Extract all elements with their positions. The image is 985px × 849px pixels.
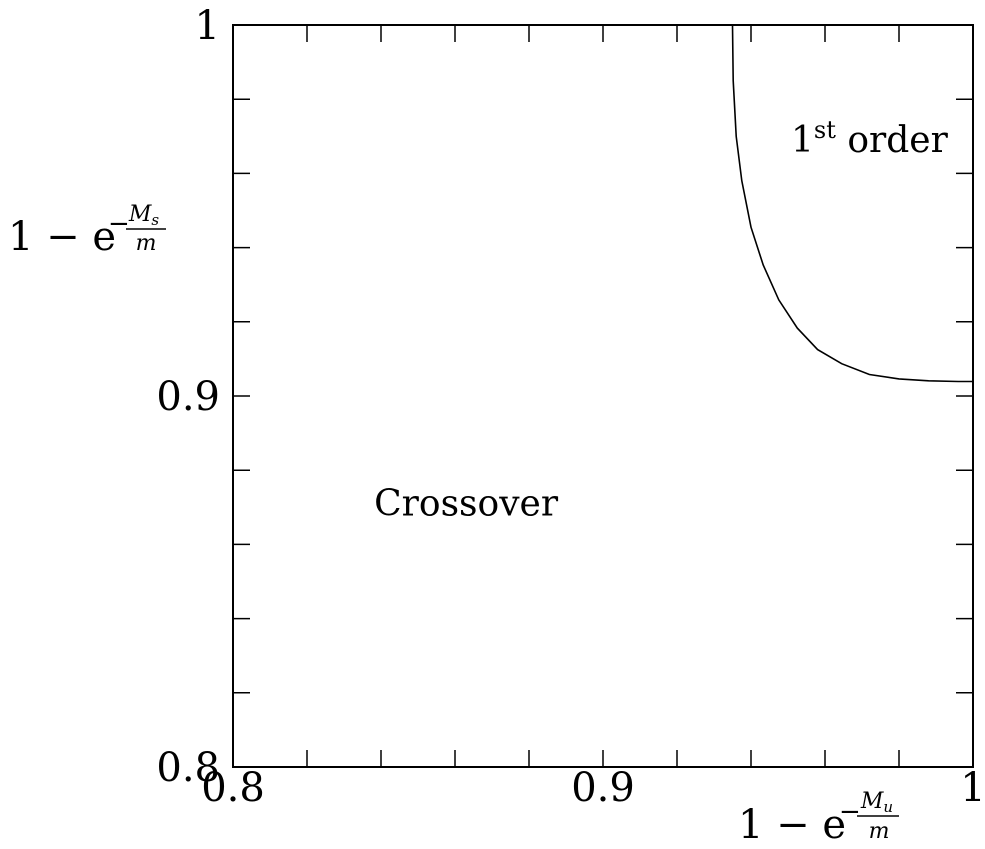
region-label-first-order: 1st order xyxy=(791,116,949,161)
x-axis-label-prefix: 1 − e xyxy=(738,802,846,848)
tick-labels: 0.8 0.9 1 0.8 0.9 1 xyxy=(156,3,985,811)
y-tick-label: 1 xyxy=(195,3,220,49)
x-axis-label-minus: − xyxy=(839,797,861,827)
y-axis-label-exp-num: Ms xyxy=(128,202,160,229)
y-axis-label-prefix: 1 − e xyxy=(8,214,116,260)
plot-frame xyxy=(232,24,974,768)
y-axis-label-minus: − xyxy=(108,209,130,239)
y-tick-label: 0.9 xyxy=(156,374,220,420)
region-label-crossover: Crossover xyxy=(374,484,559,525)
y-axis-label-exp-den: m xyxy=(136,231,157,256)
x-axis-label-exp-den: m xyxy=(869,819,890,844)
phase-boundary-curve xyxy=(731,24,973,383)
x-axis-label: 1 − e − Mu m xyxy=(738,789,899,848)
y-axis-label: 1 − e − Ms m xyxy=(8,202,166,260)
x-tick-label: 0.9 xyxy=(571,765,635,811)
y-tick-label: 0.8 xyxy=(156,745,220,791)
x-tick-label: 0.8 xyxy=(201,765,265,811)
x-axis-label-exp-num: Mu xyxy=(860,789,893,816)
tick-marks xyxy=(233,25,973,767)
x-tick-label: 1 xyxy=(960,765,985,811)
